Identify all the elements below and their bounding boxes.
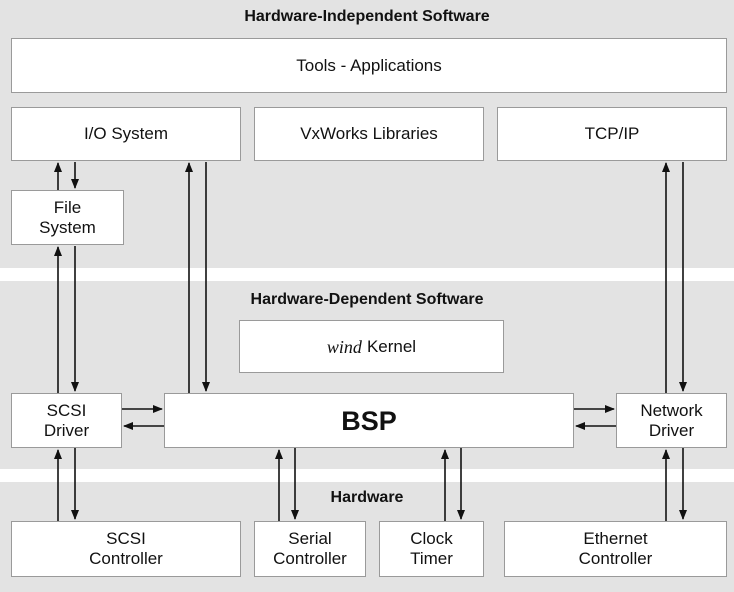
file-system-label: File System <box>39 197 96 237</box>
scsi-driver-label: SCSI Driver <box>43 400 90 440</box>
tcpip-label: TCP/IP <box>584 124 640 143</box>
scsi-controller-label: SCSI Controller <box>89 529 163 568</box>
section-title-dependent: Hardware-Dependent Software <box>250 291 484 308</box>
clock-timer-label: Clock Timer <box>410 529 453 568</box>
network-driver-label: Network Driver <box>640 400 703 440</box>
io-system-label: I/O System <box>83 124 169 143</box>
ethernet-controller-label: Ethernet Controller <box>578 529 653 568</box>
io-system-box: I/O System <box>11 107 241 161</box>
tcpip-box: TCP/IP <box>497 107 727 161</box>
section-title-hardware: Hardware <box>330 489 404 506</box>
bsp-box: BSP <box>164 393 574 448</box>
scsi-controller-box: SCSI Controller <box>11 521 241 577</box>
clock-timer-box: Clock Timer <box>379 521 484 577</box>
serial-controller-box: Serial Controller <box>254 521 366 577</box>
section-title-independent: Hardware-Independent Software <box>244 8 490 25</box>
vxworks-libraries-box: VxWorks Libraries <box>254 107 484 161</box>
network-driver-box: Network Driver <box>616 393 727 448</box>
vxworks-libraries-label: VxWorks Libraries <box>300 124 438 143</box>
file-system-box: File System <box>11 190 124 245</box>
scsi-driver-box: SCSI Driver <box>11 393 122 448</box>
ethernet-controller-box: Ethernet Controller <box>504 521 727 577</box>
wind-kernel-italic: wind <box>326 336 362 357</box>
tools-applications-label: Tools - Applications <box>296 55 442 75</box>
wind-kernel-label: Kernel <box>366 336 417 356</box>
serial-controller-label: Serial Controller <box>273 529 347 568</box>
bsp-label: BSP <box>341 405 397 436</box>
tools-applications-box: Tools - Applications <box>11 38 727 93</box>
